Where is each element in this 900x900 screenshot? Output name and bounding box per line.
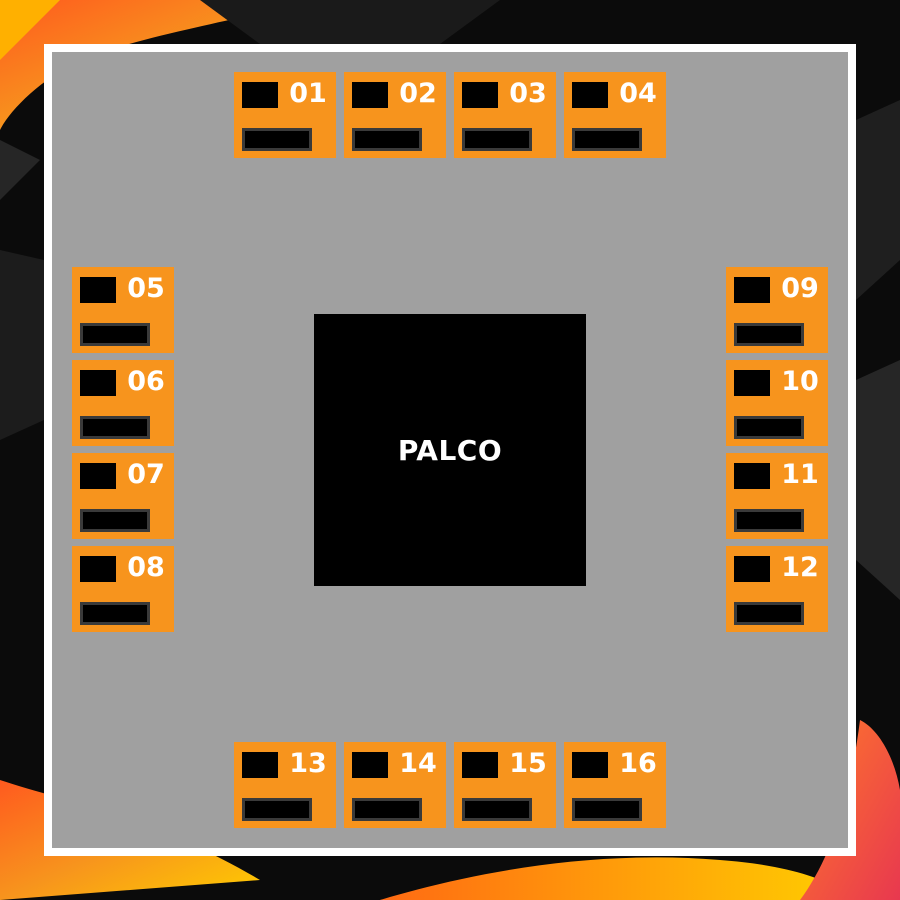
booth-number: 11	[781, 459, 819, 490]
booth-slot	[572, 798, 642, 821]
booth-slot	[242, 128, 312, 151]
booth-number: 03	[509, 78, 547, 109]
booth-slot	[734, 602, 804, 625]
booth-tag	[80, 556, 116, 582]
booth-number: 04	[619, 78, 657, 109]
booth-01[interactable]: 01	[234, 72, 336, 158]
booth-number: 16	[619, 748, 657, 779]
stage-label: PALCO	[397, 433, 503, 467]
booth-13[interactable]: 13	[234, 742, 336, 828]
booth-02[interactable]: 02	[344, 72, 446, 158]
booth-tag	[462, 752, 498, 778]
booth-tag	[80, 277, 116, 303]
booth-14[interactable]: 14	[344, 742, 446, 828]
booth-number: 09	[781, 273, 819, 304]
booth-tag	[352, 82, 388, 108]
booth-slot	[242, 798, 312, 821]
booth-slot	[462, 128, 532, 151]
booth-tag	[734, 556, 770, 582]
stage: PALCO	[314, 314, 586, 586]
booth-11[interactable]: 11	[726, 453, 828, 539]
booth-10[interactable]: 10	[726, 360, 828, 446]
booth-12[interactable]: 12	[726, 546, 828, 632]
booth-tag	[242, 752, 278, 778]
booth-tag	[352, 752, 388, 778]
booth-number: 01	[289, 78, 327, 109]
booth-number: 13	[289, 748, 327, 779]
booth-slot	[462, 798, 532, 821]
booth-slot	[80, 416, 150, 439]
booth-slot	[80, 323, 150, 346]
booth-tag	[734, 370, 770, 396]
booth-15[interactable]: 15	[454, 742, 556, 828]
booth-slot	[734, 416, 804, 439]
booth-03[interactable]: 03	[454, 72, 556, 158]
booth-09[interactable]: 09	[726, 267, 828, 353]
booth-number: 07	[127, 459, 165, 490]
booth-slot	[352, 128, 422, 151]
booth-number: 06	[127, 366, 165, 397]
booth-tag	[572, 82, 608, 108]
booth-slot	[80, 602, 150, 625]
booth-number: 02	[399, 78, 437, 109]
booth-slot	[734, 509, 804, 532]
booth-04[interactable]: 04	[564, 72, 666, 158]
booth-slot	[352, 798, 422, 821]
booth-number: 10	[781, 366, 819, 397]
booth-number: 15	[509, 748, 547, 779]
booth-16[interactable]: 16	[564, 742, 666, 828]
booth-tag	[734, 463, 770, 489]
booth-tag	[462, 82, 498, 108]
booth-slot	[734, 323, 804, 346]
booth-slot	[80, 509, 150, 532]
booth-08[interactable]: 08	[72, 546, 174, 632]
booth-tag	[80, 370, 116, 396]
booth-tag	[734, 277, 770, 303]
booth-number: 08	[127, 552, 165, 583]
booth-tag	[242, 82, 278, 108]
booth-slot	[572, 128, 642, 151]
booth-06[interactable]: 06	[72, 360, 174, 446]
booth-05[interactable]: 05	[72, 267, 174, 353]
booth-number: 12	[781, 552, 819, 583]
booth-tag	[80, 463, 116, 489]
booth-number: 05	[127, 273, 165, 304]
booth-07[interactable]: 07	[72, 453, 174, 539]
booth-tag	[572, 752, 608, 778]
booth-number: 14	[399, 748, 437, 779]
